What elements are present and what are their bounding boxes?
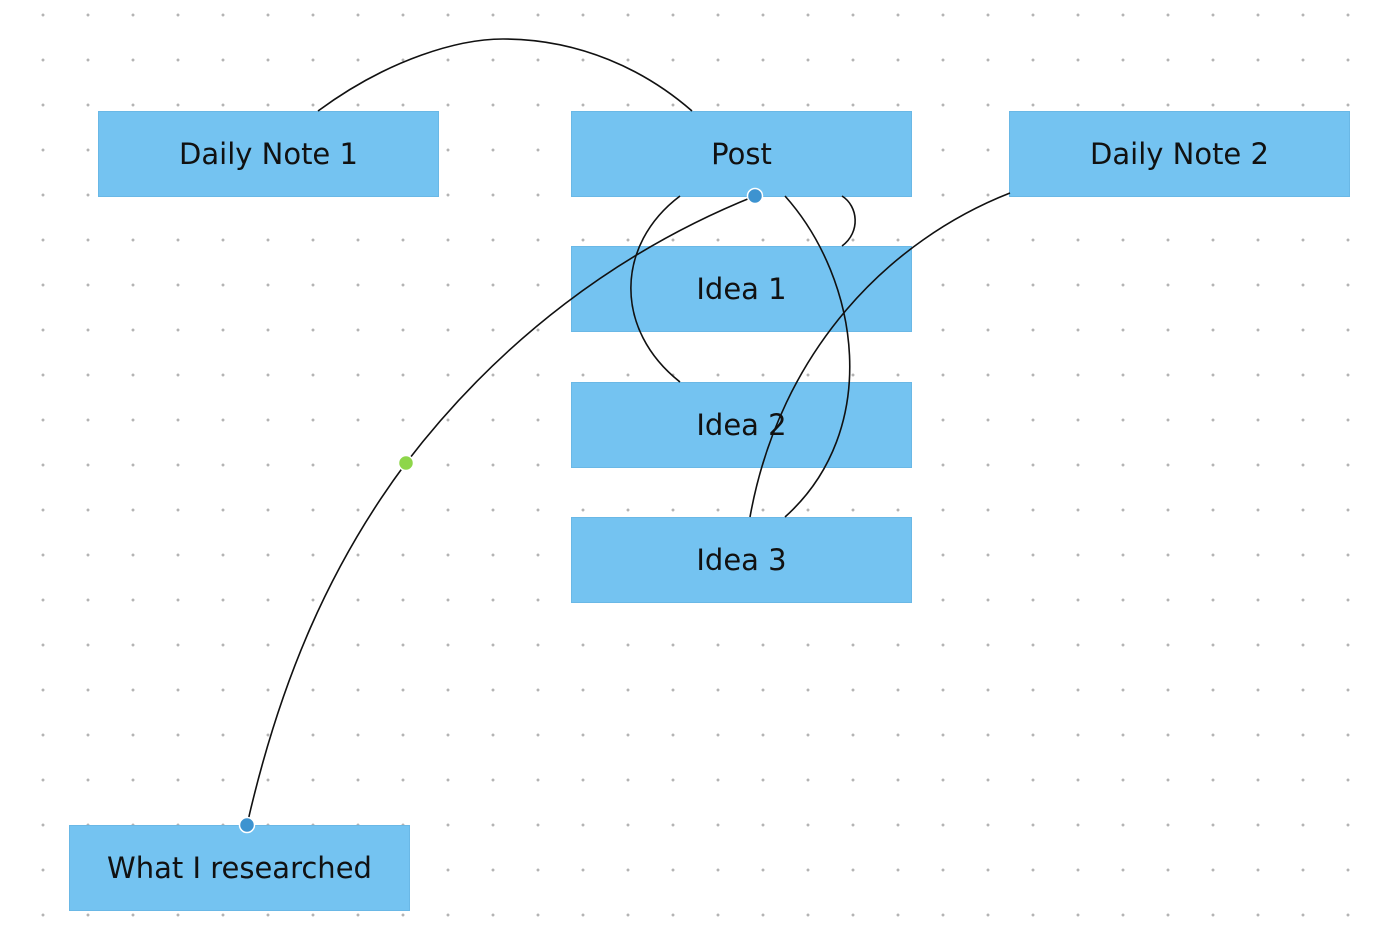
node-idea-2[interactable]: Idea 2 xyxy=(571,382,912,468)
node-label: Idea 1 xyxy=(696,272,787,306)
node-post[interactable]: Post xyxy=(571,111,912,197)
node-label: Daily Note 2 xyxy=(1090,137,1269,171)
edge-daily-note-2-to-idea-3[interactable] xyxy=(749,192,1011,518)
edge-daily-note-1-to-post[interactable] xyxy=(317,38,693,112)
edge-post-to-idea-3[interactable] xyxy=(784,195,851,518)
edge-endpoint-handle-what-i-researched[interactable] xyxy=(238,816,256,834)
node-what-i-researched[interactable]: What I researched xyxy=(69,825,410,911)
edge-post-to-idea-2[interactable] xyxy=(630,195,681,383)
node-label: Idea 2 xyxy=(696,408,787,442)
node-daily-note-1[interactable]: Daily Note 1 xyxy=(98,111,439,197)
node-label: Daily Note 1 xyxy=(179,137,358,171)
node-daily-note-2[interactable]: Daily Note 2 xyxy=(1009,111,1350,197)
node-idea-1[interactable]: Idea 1 xyxy=(571,246,912,332)
node-label: What I researched xyxy=(107,851,372,885)
edge-post-to-idea-1[interactable] xyxy=(841,195,856,247)
edge-midpoint-handle[interactable] xyxy=(397,454,415,472)
node-idea-3[interactable]: Idea 3 xyxy=(571,517,912,603)
node-label: Idea 3 xyxy=(696,543,787,577)
node-label: Post xyxy=(711,137,772,171)
edge-endpoint-handle-post[interactable] xyxy=(746,187,764,205)
